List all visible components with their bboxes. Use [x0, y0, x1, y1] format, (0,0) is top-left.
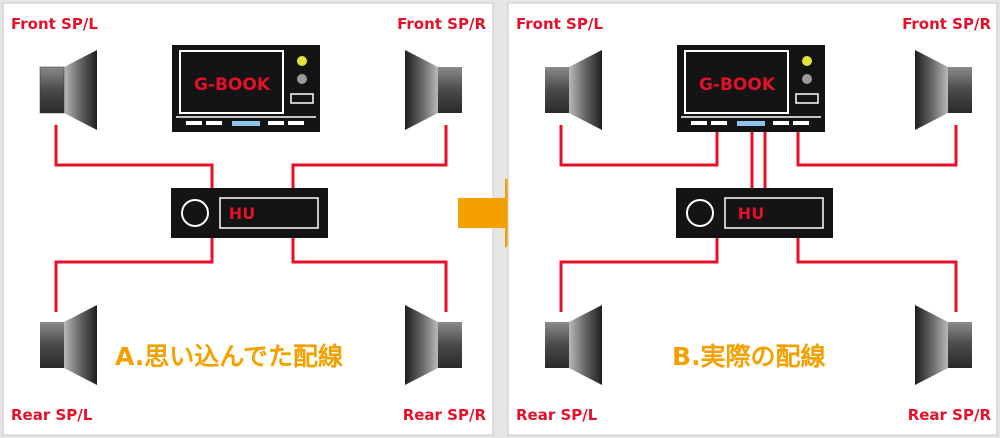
panel-b-wires [559, 125, 958, 312]
arrow-right-icon [458, 178, 553, 248]
label-rear-left: Rear SP/L [516, 406, 598, 424]
panel-a: G-BOOK HU Front SP/L Front SP/R Rear SP/… [2, 2, 494, 436]
wire-front-right [796, 125, 958, 167]
speaker-icon [405, 305, 462, 385]
hu-unit: HU [676, 188, 833, 238]
speaker-rear-left [545, 305, 602, 385]
speaker-icon [405, 50, 462, 130]
hu-unit: HU [171, 188, 328, 238]
hu-label: HU [738, 204, 764, 223]
speaker-rear-left [40, 305, 97, 385]
caption-a: A.思い込んでた配線 [115, 342, 343, 371]
speaker-icon [40, 305, 97, 385]
speaker-front-left [545, 50, 602, 130]
hu-label: HU [229, 204, 255, 223]
speaker-front-right [405, 50, 462, 130]
gbook-label: G-BOOK [699, 75, 776, 95]
wire-front-left [559, 125, 719, 167]
caption-b: B.実際の配線 [672, 342, 826, 371]
label-rear-right: Rear SP/R [403, 406, 487, 424]
wire-rear-left [54, 238, 214, 312]
gbook-label: G-BOOK [194, 75, 271, 95]
navigation-unit-icon [677, 45, 825, 132]
label-rear-right: Rear SP/R [908, 406, 992, 424]
label-front-left: Front SP/L [11, 15, 98, 33]
wire-front-right [291, 125, 448, 188]
speaker-front-right [915, 50, 972, 130]
label-rear-left: Rear SP/L [11, 406, 93, 424]
speaker-front-left [39, 50, 97, 130]
gbook-unit: G-BOOK [172, 45, 320, 132]
label-front-right: Front SP/R [902, 15, 991, 33]
label-front-right: Front SP/R [397, 15, 486, 33]
speaker-icon [915, 305, 972, 385]
panel-b: G-BOOK HU Front SP/L Front SP/R Rear SP/… [507, 2, 998, 436]
speaker-icon [915, 50, 972, 130]
label-front-left: Front SP/L [516, 15, 603, 33]
speaker-icon [545, 305, 602, 385]
wire-rear-right [796, 238, 958, 312]
head-unit-icon [171, 188, 328, 238]
wire-rear-right [291, 238, 448, 312]
speaker-rear-right [915, 305, 972, 385]
wire-rear-left [559, 238, 719, 312]
head-unit-icon [676, 188, 833, 238]
wire-front-left [54, 125, 214, 188]
panel-a-wires [54, 125, 448, 312]
navigation-unit-icon [172, 45, 320, 132]
speaker-icon [39, 50, 97, 130]
speaker-icon [545, 50, 602, 130]
speaker-rear-right [405, 305, 462, 385]
gbook-unit: G-BOOK [677, 45, 825, 132]
